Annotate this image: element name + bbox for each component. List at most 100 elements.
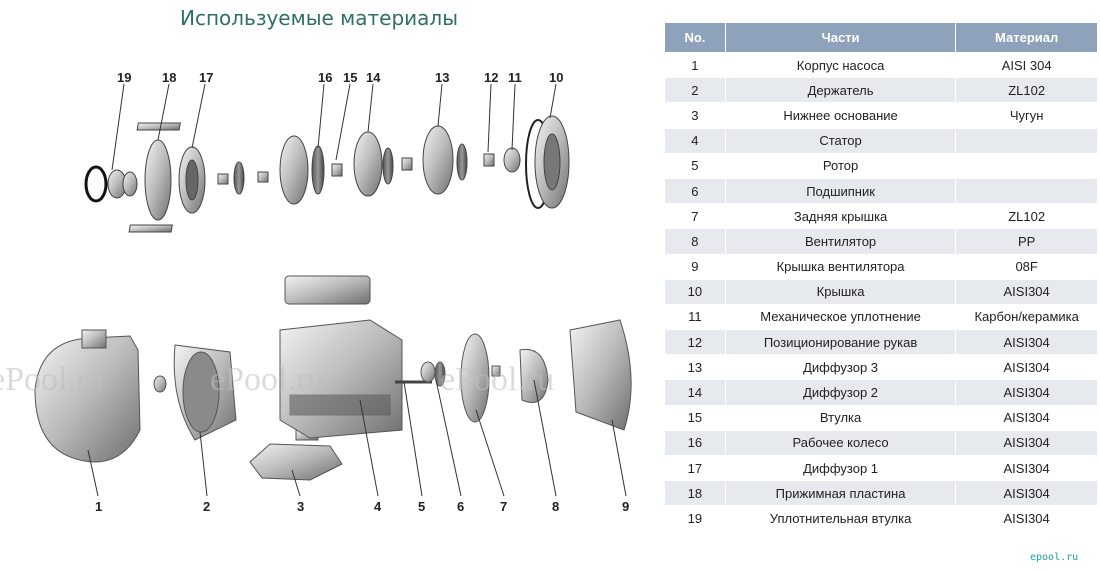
cell-no: 11 [664,303,726,331]
cell-no: 15 [664,404,726,431]
callout-13: 13 [435,70,449,85]
header-no: No. [664,22,726,53]
watermarks: ePool.ru ePool.ru ePool.ru [0,361,554,398]
cell-no: 16 [664,429,726,457]
cell-no: 12 [664,329,726,356]
callout-2: 2 [203,499,210,514]
cell-no: 2 [664,77,726,104]
cell-material: ZL102 [955,77,1098,104]
cell-no: 5 [664,152,726,179]
watermark-1: ePool.ru [0,361,104,398]
callout-3: 3 [297,499,304,514]
cell-no: 4 [664,127,726,154]
callout-9: 9 [622,499,629,514]
watermark-3: ePool.ru [440,361,554,398]
leader-lines [87,83,627,497]
cell-no: 8 [664,228,726,255]
cell-part: Втулка [724,404,957,431]
cell-material: AISI304 [955,454,1098,482]
callouts-bottom: 1 2 3 4 5 6 7 8 9 [95,499,629,514]
cell-no: 17 [664,454,726,482]
watermark-2: ePool.ru [210,361,324,398]
callout-14: 14 [366,70,381,85]
cell-material: AISI304 [955,329,1098,356]
cell-part: Рабочее колесо [724,429,957,457]
cell-part: Диффузор 2 [724,379,957,406]
callout-5: 5 [418,499,425,514]
cell-part: Нижнее основание [724,102,957,129]
callout-1: 1 [95,499,102,514]
callouts-top: 19 18 17 16 15 14 13 12 11 10 [117,70,563,85]
cell-material: 08F [955,253,1098,280]
cell-material [955,152,1098,179]
bottom-parts [34,275,632,481]
callout-19: 19 [117,70,131,85]
header-part: Части [724,22,957,53]
cell-part: Прижимная пластина [724,480,957,507]
callout-12: 12 [484,70,498,85]
cell-no: 6 [664,177,726,205]
cell-part: Подшипник [724,177,957,205]
cell-part: Статор [724,127,957,154]
cell-no: 1 [664,51,726,79]
callout-8: 8 [552,499,559,514]
cell-part: Крышка [724,278,957,305]
cell-no: 18 [664,480,726,507]
cell-part: Диффузор 3 [724,354,957,381]
callout-6: 6 [457,499,464,514]
callout-7: 7 [500,499,507,514]
cell-material: ZL102 [955,203,1098,230]
cell-part: Корпус насоса [724,51,957,79]
callout-17: 17 [199,70,213,85]
cell-material: AISI304 [955,404,1098,431]
cell-material: AISI304 [955,480,1098,507]
cell-part: Позиционирование рукав [724,329,957,356]
cell-material: AISI304 [955,429,1098,457]
cell-no: 3 [664,102,726,129]
cell-no: 14 [664,379,726,406]
cell-part: Диффузор 1 [724,454,957,482]
cell-part: Уплотнительная втулка [724,505,957,532]
cell-material: AISI304 [955,379,1098,406]
cell-no: 9 [664,253,726,280]
cell-part: Задняя крышка [724,203,957,230]
cell-part: Вентилятор [724,228,957,255]
table-header-row: No. Части Материал [664,22,1098,53]
cell-material: AISI304 [955,354,1098,381]
cell-no: 10 [664,278,726,305]
callout-18: 18 [162,70,176,85]
header-material: Материал [955,22,1098,53]
cell-material: Чугун [955,102,1098,129]
exploded-pump-diagram: 19 18 17 16 15 14 13 12 11 10 1 2 3 4 5 … [0,70,632,514]
cell-material [955,177,1098,205]
cell-material: AISI 304 [955,51,1098,79]
cell-material: Карбон/керамика [955,303,1098,331]
site-logo: epool.ru [1030,552,1079,563]
cell-material: AISI304 [955,505,1098,532]
cell-part: Крышка вентилятора [724,253,957,280]
cell-material [955,127,1098,154]
page-title: Используемые материалы [180,6,458,30]
callout-15: 15 [343,70,357,85]
